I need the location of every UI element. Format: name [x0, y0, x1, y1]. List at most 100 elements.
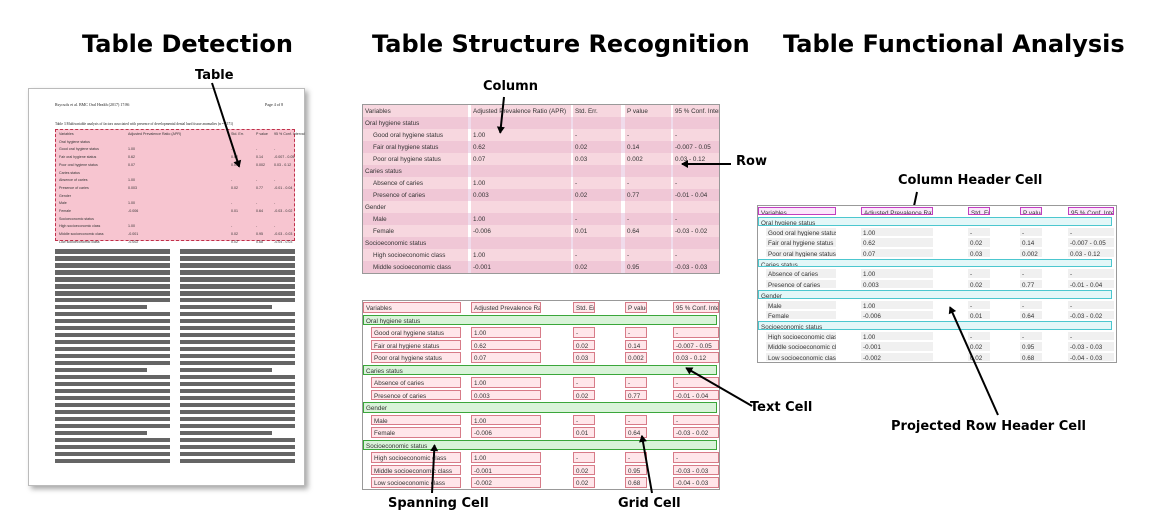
data-cell: Presence of caries	[766, 279, 836, 289]
mini-table-value: -0.006	[128, 209, 139, 213]
grid-cell: -	[625, 327, 647, 338]
grid-cell: -	[673, 327, 719, 338]
mini-table-row-label: High socioeconomic class	[59, 224, 101, 229]
grid-cell: -	[673, 414, 719, 425]
text-line	[180, 430, 272, 436]
text-line	[180, 255, 295, 261]
spanning-cell: Gender	[363, 402, 717, 413]
mini-table-value: Adjusted Prevalence Ratio (APR)	[128, 132, 182, 136]
text-line	[180, 346, 295, 352]
data-cell: -	[968, 300, 990, 309]
grid-cell: 0.002	[625, 352, 647, 363]
mini-table-value: -	[274, 201, 276, 206]
data-cell: Fair oral hygiene status	[766, 238, 836, 247]
grid-cell: High socioeconomic class	[371, 452, 461, 463]
mini-table-value: 0.02	[231, 185, 238, 190]
text-line	[55, 262, 170, 268]
text-line	[55, 290, 170, 296]
grid-cell: Female	[371, 427, 461, 438]
grid-cell: 0.03 - 0.12	[673, 352, 719, 363]
section-row: Caries status	[365, 168, 402, 175]
table-cell: -	[627, 180, 630, 187]
mini-table-row-label: Absence of caries	[59, 178, 88, 183]
grid-cell: 0.77	[625, 389, 647, 400]
grid-cell: Male	[371, 414, 461, 425]
text-line	[180, 451, 295, 457]
mini-table-value: 0.68	[256, 239, 263, 244]
projected-row-header-cell: Caries status	[758, 259, 1112, 268]
data-cell: -0.002	[861, 352, 933, 361]
text-line	[180, 381, 295, 387]
grid-cell: Presence of caries	[371, 389, 461, 400]
table-cell: -	[675, 132, 678, 139]
table-cell: Female	[373, 228, 394, 235]
label-column-header-cell: Column Header Cell	[898, 173, 1043, 188]
table-cell: -	[627, 216, 630, 223]
data-cell: 0.03	[968, 248, 990, 257]
grid-cell: -	[573, 452, 595, 463]
text-line	[180, 297, 295, 303]
mini-table-row-label: Gender	[59, 193, 71, 198]
grid-cell: Low socioeconomic class	[371, 477, 461, 488]
table-cell: Male	[373, 216, 387, 223]
data-cell: 0.14	[1020, 238, 1042, 247]
text-line	[180, 388, 295, 394]
table-cell: 1.00	[473, 132, 486, 139]
table-cell: -	[627, 252, 630, 259]
data-cell: -0.007 - 0.05	[1068, 238, 1114, 247]
table-cell: 0.07	[473, 156, 486, 163]
data-cell: -	[1068, 300, 1114, 309]
mini-table-row-label: Socioeconomic status	[59, 216, 94, 221]
data-cell: 0.02	[968, 342, 990, 351]
spanning-cell: Oral hygiene status	[363, 314, 717, 325]
mini-table-value: -0.04 - 0.03	[274, 239, 293, 244]
text-line	[180, 416, 295, 422]
table-cell: 0.95	[627, 264, 640, 271]
grid-cell: -	[673, 452, 719, 463]
mini-table-value: 0.77	[256, 185, 263, 190]
mini-table-value: -	[256, 224, 258, 229]
mini-table-row-label: Female	[59, 209, 71, 213]
table-cell: -	[675, 252, 678, 259]
table-cell: 0.01	[575, 228, 588, 235]
mini-table-value: -	[231, 224, 233, 229]
table-cell: High socioeconomic class	[373, 252, 446, 259]
text-line	[180, 458, 295, 464]
data-cell: -	[968, 331, 990, 341]
text-line	[180, 395, 295, 401]
text-line	[180, 276, 295, 282]
text-line	[55, 276, 170, 282]
grid-cell: Poor oral hygiene status	[371, 352, 461, 363]
label-grid-cell: Grid Cell	[618, 496, 681, 511]
data-cell: 0.002	[1020, 248, 1042, 257]
text-line	[55, 332, 170, 338]
grid-cell: -	[573, 377, 595, 388]
table-cell: -0.006	[473, 228, 491, 235]
table-cell: -	[627, 132, 630, 139]
grid-cell: -0.006	[471, 427, 541, 438]
section-row: Gender	[365, 204, 387, 211]
grid-cell: Fair oral hygiene status	[371, 339, 461, 350]
mini-table-row-label: Middle socioeconomic class	[59, 232, 104, 237]
mini-table-value: -	[231, 201, 233, 206]
table-cell: 0.14	[627, 144, 640, 151]
leader-row	[682, 163, 731, 165]
data-cell: Poor oral hygiene status	[766, 248, 836, 257]
mini-table-value: -	[256, 201, 258, 206]
mini-table-value: -0.03 - 0.02	[274, 209, 293, 213]
data-cell: Absence of caries	[766, 269, 836, 278]
table-cell: 1.00	[473, 252, 486, 259]
text-line	[55, 423, 170, 429]
grid-cell: 0.07	[471, 352, 541, 363]
mini-table-value: 0.64	[256, 209, 263, 213]
table-cell: Absence of caries	[373, 180, 424, 187]
grid-cell: Absence of caries	[371, 377, 461, 388]
column-band	[625, 105, 671, 273]
data-cell: -	[968, 269, 990, 278]
table-cell: -0.007 - 0.05	[675, 144, 711, 151]
grid-cell: Middle socioeconomic class	[371, 464, 461, 475]
text-line	[180, 374, 295, 380]
document-page: Rsycsols et al. BMC Oral Health (2017) 1…	[28, 88, 305, 486]
data-cell: 0.64	[1020, 311, 1042, 320]
